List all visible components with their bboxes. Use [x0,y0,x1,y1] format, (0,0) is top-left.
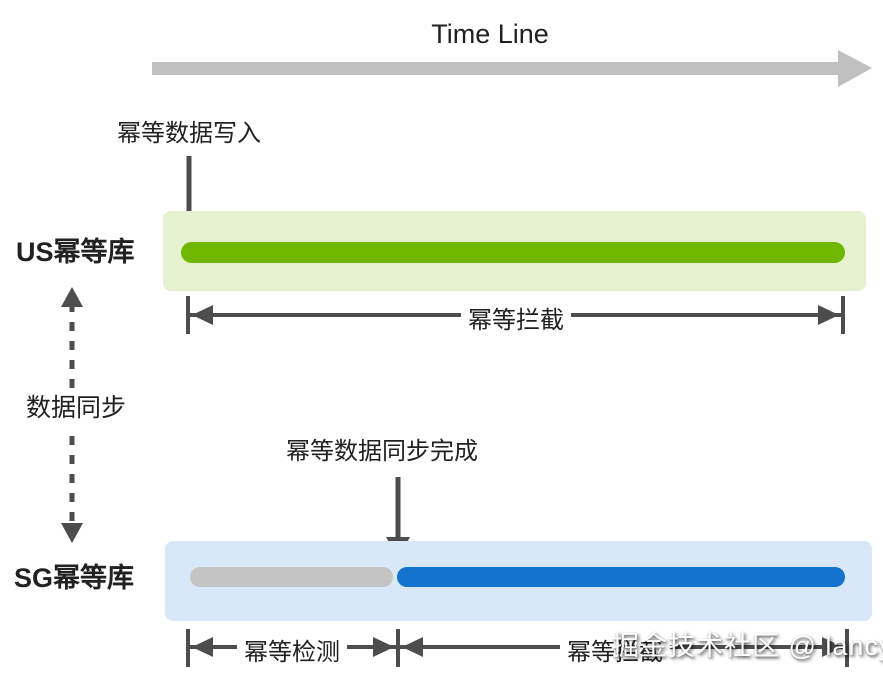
sync-double-arrow-icon [61,287,83,543]
sg-intercept-measure-label: 幂等拦截 [560,632,670,667]
sg-sync-done-label: 幂等数据同步完成 [286,438,478,465]
measure-endbar [396,629,400,667]
measure-endbar [186,296,190,334]
us-intercept-bar [181,242,845,263]
measure-endbar [845,629,849,667]
watermark: 掘金技术社区 @ lancy [612,631,883,661]
arrow-left-icon [192,305,213,325]
us-measure-label: 幂等拦截 [461,300,571,335]
arrow-right-icon [373,637,394,657]
arrow-right-icon [818,305,839,325]
sync-label: 数据同步 [24,389,129,429]
us-write-event-label: 幂等数据写入 [117,120,261,147]
sg-intercept-bar [397,567,845,587]
timeline-arrow-icon [152,50,872,87]
timeline-title: Time Line [431,19,549,49]
measure-endbar [186,629,190,667]
us-db-label: US幂等库 [16,237,135,267]
arrow-left-icon [192,637,213,657]
sg-detect-measure-label: 幂等检测 [237,632,347,667]
sg-db-label: SG幂等库 [14,563,135,593]
arrow-left-icon [402,637,423,657]
sg-detect-bar [190,567,393,587]
arrow-right-icon [822,637,843,657]
measure-endbar [841,296,845,334]
